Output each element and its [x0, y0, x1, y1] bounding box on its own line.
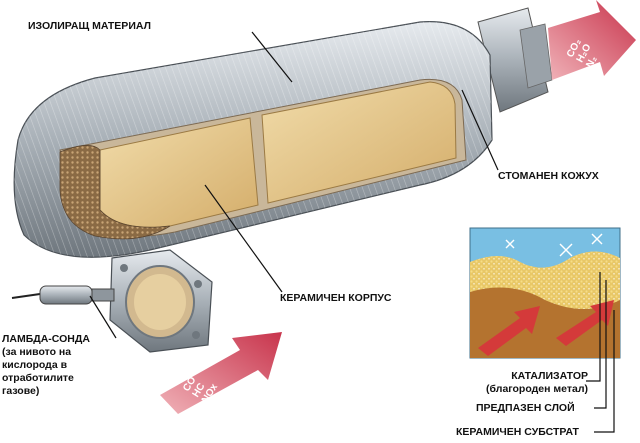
label-ceramic-body: КЕРАМИЧЕН КОРПУС — [280, 292, 392, 304]
outlet-gas-arrow — [548, 0, 636, 80]
label-steel-shell: СТОМАНЕН КОЖУХ — [498, 170, 599, 182]
inlet-gas-arrow — [160, 332, 282, 414]
lambda-sensor — [11, 285, 115, 305]
label-catalyst-group: КАТАЛИЗАТОР (благороден метал) — [478, 370, 588, 396]
label-catalyst: КАТАЛИЗАТОР — [511, 370, 588, 382]
ceramic-body-cutaway — [59, 78, 467, 240]
label-catalyst-desc: (благороден метал) — [486, 383, 588, 395]
label-insulation: ИЗОЛИРАЩ МАТЕРИАЛ — [28, 20, 151, 32]
inlet-flange — [109, 249, 213, 353]
label-lambda-title: ЛАМБДА-СОНДА — [2, 333, 90, 345]
catalyst-closeup-inset — [469, 227, 621, 359]
label-lambda-sensor: ЛАМБДА-СОНДА (за нивото на кислорода в о… — [2, 333, 142, 398]
label-washcoat: ПРЕДПАЗЕН СЛОЙ — [476, 402, 575, 414]
outlet-pipe — [477, 7, 553, 113]
outlet-gas-labels: CO₂ H₂O N₂ — [565, 37, 600, 70]
label-lambda-desc: (за нивото на кислорода в отработилите г… — [2, 346, 74, 397]
label-substrate: КЕРАМИЧЕН СУБСТРАТ — [456, 426, 579, 438]
leader-lines — [89, 31, 615, 433]
gas-out-n2: N₂ — [584, 54, 599, 69]
